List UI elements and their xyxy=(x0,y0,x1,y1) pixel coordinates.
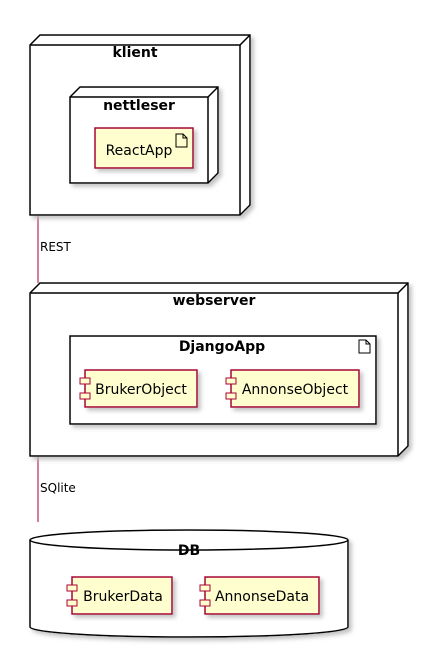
component-icon xyxy=(66,584,78,592)
component-label-annonseobject: AnnonseObject xyxy=(242,382,349,398)
component-brukerobject: BrukerObject xyxy=(79,369,198,408)
component-label-brukerdata: BrukerData xyxy=(83,589,163,605)
artifact-icon xyxy=(175,133,188,148)
component-annonsedata: AnnonseData xyxy=(199,576,320,615)
edge-sqlite: SQlite xyxy=(37,456,76,522)
component-icon xyxy=(225,392,237,400)
artifact-icon xyxy=(358,339,371,354)
edge-label-sqlite: SQlite xyxy=(40,481,76,495)
artifact-title-djangoapp: DjangoApp xyxy=(179,339,265,355)
component-icon xyxy=(66,599,78,607)
component-icon xyxy=(225,377,237,385)
node-title-nettleser: nettleser xyxy=(103,98,175,114)
node-title-webserver: webserver xyxy=(173,293,256,309)
component-icon xyxy=(199,599,211,607)
component-label-brukerobject: BrukerObject xyxy=(95,382,187,398)
component-icon xyxy=(79,377,91,385)
component-icon xyxy=(79,392,91,400)
component-brukerdata: BrukerData xyxy=(66,576,173,615)
artifact-label-reactapp: ReactApp xyxy=(106,143,173,159)
component-label-annonsedata: AnnonseData xyxy=(215,589,309,605)
edge-label-rest: REST xyxy=(40,240,72,254)
edge-rest: REST xyxy=(37,215,72,283)
component-annonseobject: AnnonseObject xyxy=(225,369,360,408)
database-title-db: DB xyxy=(178,543,200,559)
component-icon xyxy=(199,584,211,592)
node-title-klient: klient xyxy=(112,45,157,61)
artifact-reactapp: ReactApp xyxy=(94,127,194,169)
